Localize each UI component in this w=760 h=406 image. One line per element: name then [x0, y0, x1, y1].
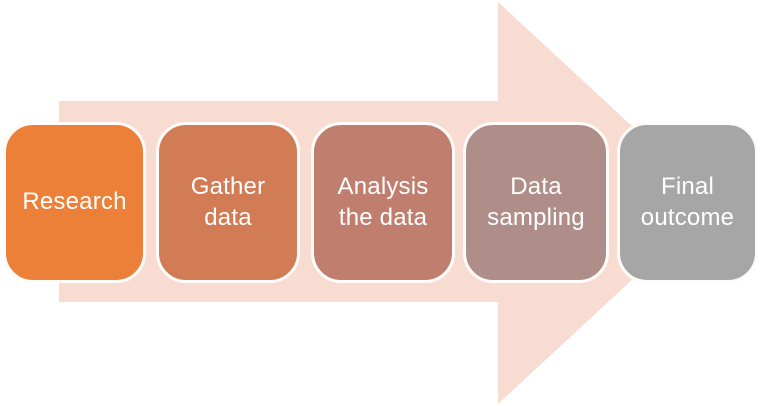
process-step-label: Gather data	[190, 173, 266, 231]
process-step-label: Data sampling	[487, 173, 585, 231]
process-step-gather-data: Gather data	[156, 122, 300, 283]
process-step-label: Final outcome	[640, 173, 735, 231]
process-step-label: Analysis the data	[337, 173, 429, 231]
process-step-final-outcome: Final outcome	[617, 122, 758, 283]
process-step-analysis-the-data: Analysis the data	[311, 122, 455, 283]
process-step-research: Research	[3, 122, 146, 283]
process-step-data-sampling: Data sampling	[463, 122, 609, 283]
process-step-label: Research	[22, 188, 127, 216]
